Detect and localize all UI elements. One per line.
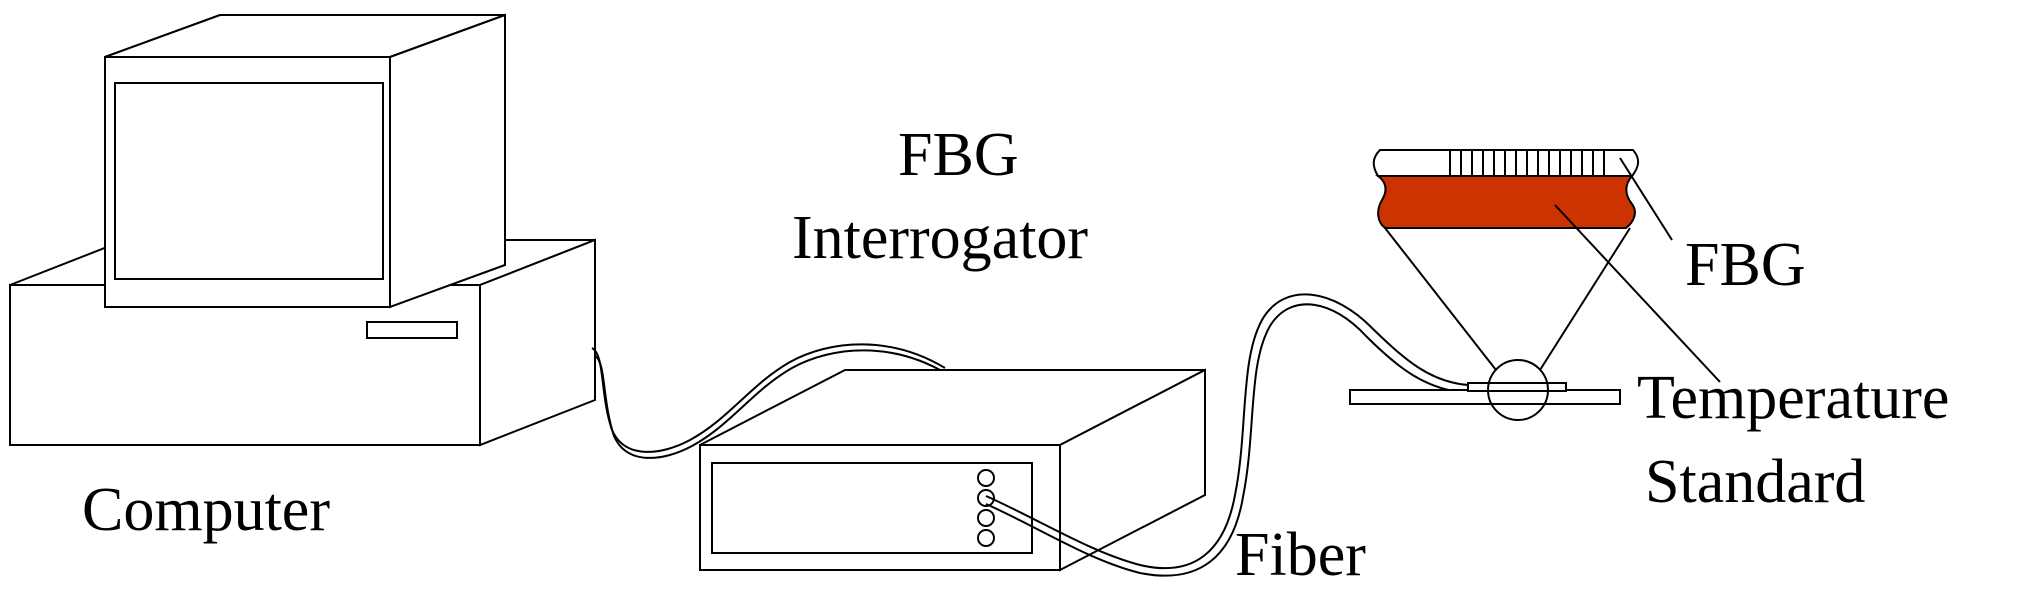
fiber-label: Fiber bbox=[1235, 521, 1366, 589]
port-2 bbox=[977, 489, 995, 507]
interrogator-panel bbox=[711, 462, 1033, 554]
port-3 bbox=[977, 509, 995, 527]
disk-drive-slot bbox=[366, 321, 458, 339]
fbg-leader-line bbox=[1619, 157, 1673, 241]
magnifier-circle bbox=[1487, 359, 1549, 421]
interrogator-front bbox=[699, 444, 1061, 571]
grating-lines bbox=[1449, 150, 1605, 176]
interrogator-label-line1: FBG bbox=[898, 121, 1019, 189]
standard-label-line2: Standard bbox=[1645, 448, 1865, 516]
interrogator-box-icon bbox=[699, 368, 1206, 572]
fbg-label: FBG bbox=[1685, 231, 1806, 299]
temperature-standard-body bbox=[1375, 175, 1636, 229]
interrogator-label-line2: Interrogator bbox=[792, 204, 1088, 272]
fbg-sensor-icon bbox=[1349, 149, 1721, 421]
computer-icon bbox=[9, 13, 596, 447]
standard-label-line1: Temperature bbox=[1637, 364, 1949, 432]
port-4 bbox=[977, 529, 995, 547]
computer-label: Computer bbox=[82, 476, 330, 544]
port-1 bbox=[977, 469, 995, 487]
standard-leader-line bbox=[1554, 204, 1721, 383]
fiber-line bbox=[985, 293, 1469, 570]
fiber-holder bbox=[1467, 382, 1567, 392]
sensor-plate bbox=[1349, 389, 1621, 405]
base-front bbox=[9, 284, 481, 446]
